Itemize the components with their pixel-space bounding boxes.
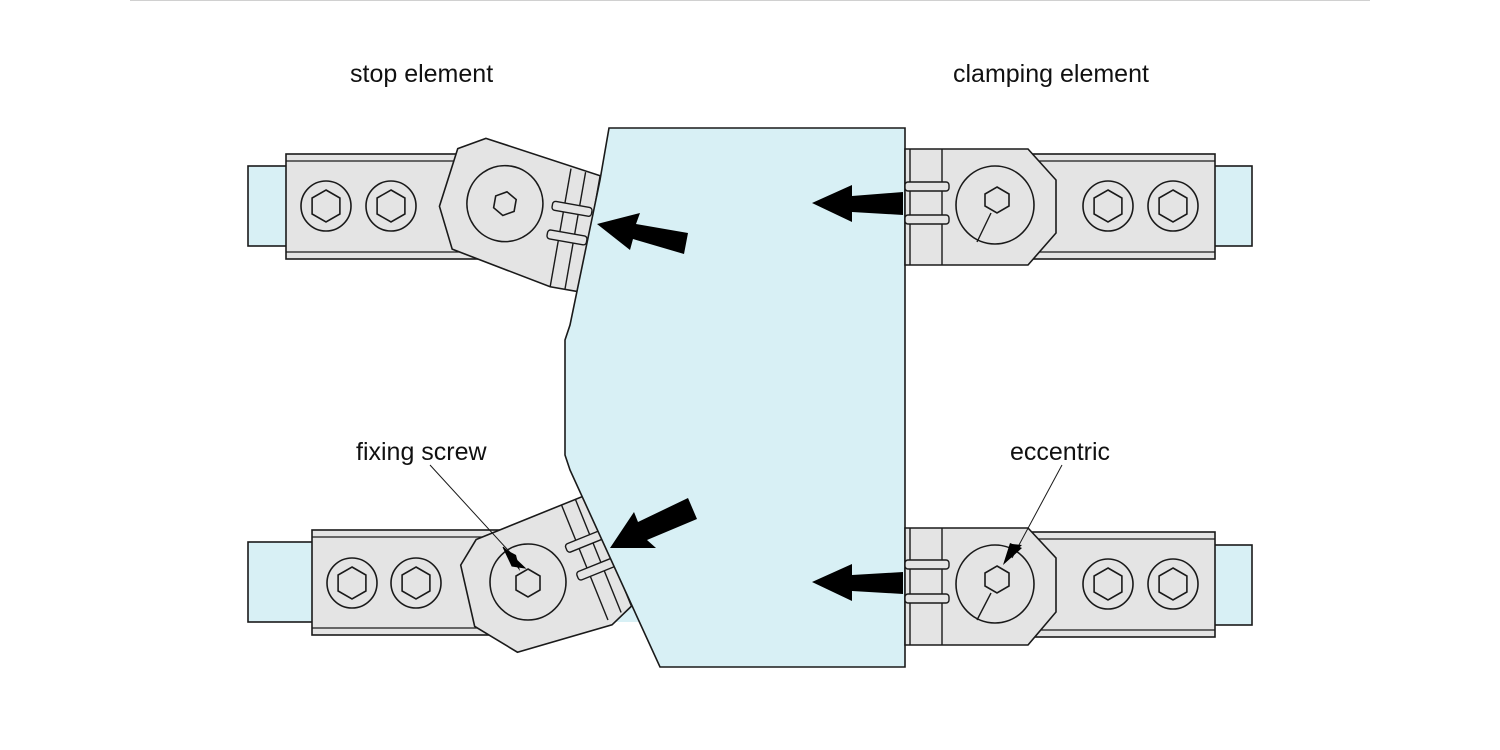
leader-eccentric bbox=[1003, 464, 1063, 565]
hex-socket-icon bbox=[1082, 180, 1134, 232]
hex-socket-icon bbox=[365, 180, 417, 232]
hex-socket-icon bbox=[1147, 558, 1199, 610]
clamping-element-bottom bbox=[904, 527, 1057, 646]
fixing-screw bbox=[489, 543, 567, 621]
hex-socket-icon bbox=[390, 557, 442, 609]
hex-socket-icon bbox=[515, 568, 541, 598]
label-fixing-screw: fixing screw bbox=[356, 438, 487, 466]
hex-socket-icon bbox=[300, 180, 352, 232]
hex-socket-icon bbox=[326, 557, 378, 609]
top-divider bbox=[130, 0, 1370, 1]
stop-element-top bbox=[438, 137, 602, 293]
hex-socket-icon bbox=[492, 190, 518, 217]
arrow-icon bbox=[597, 185, 903, 601]
hex-socket-icon bbox=[984, 186, 1010, 214]
label-eccentric: eccentric bbox=[1010, 438, 1111, 466]
label-stop-element: stop element bbox=[350, 60, 494, 88]
leader-fixing-screw bbox=[429, 464, 527, 571]
hex-socket-icon bbox=[984, 565, 1010, 594]
hex-socket-icon bbox=[1147, 180, 1199, 232]
clamping-element-top bbox=[904, 148, 1057, 266]
label-clamping-element: clamping element bbox=[953, 60, 1149, 88]
hex-socket-icon bbox=[1082, 558, 1134, 610]
